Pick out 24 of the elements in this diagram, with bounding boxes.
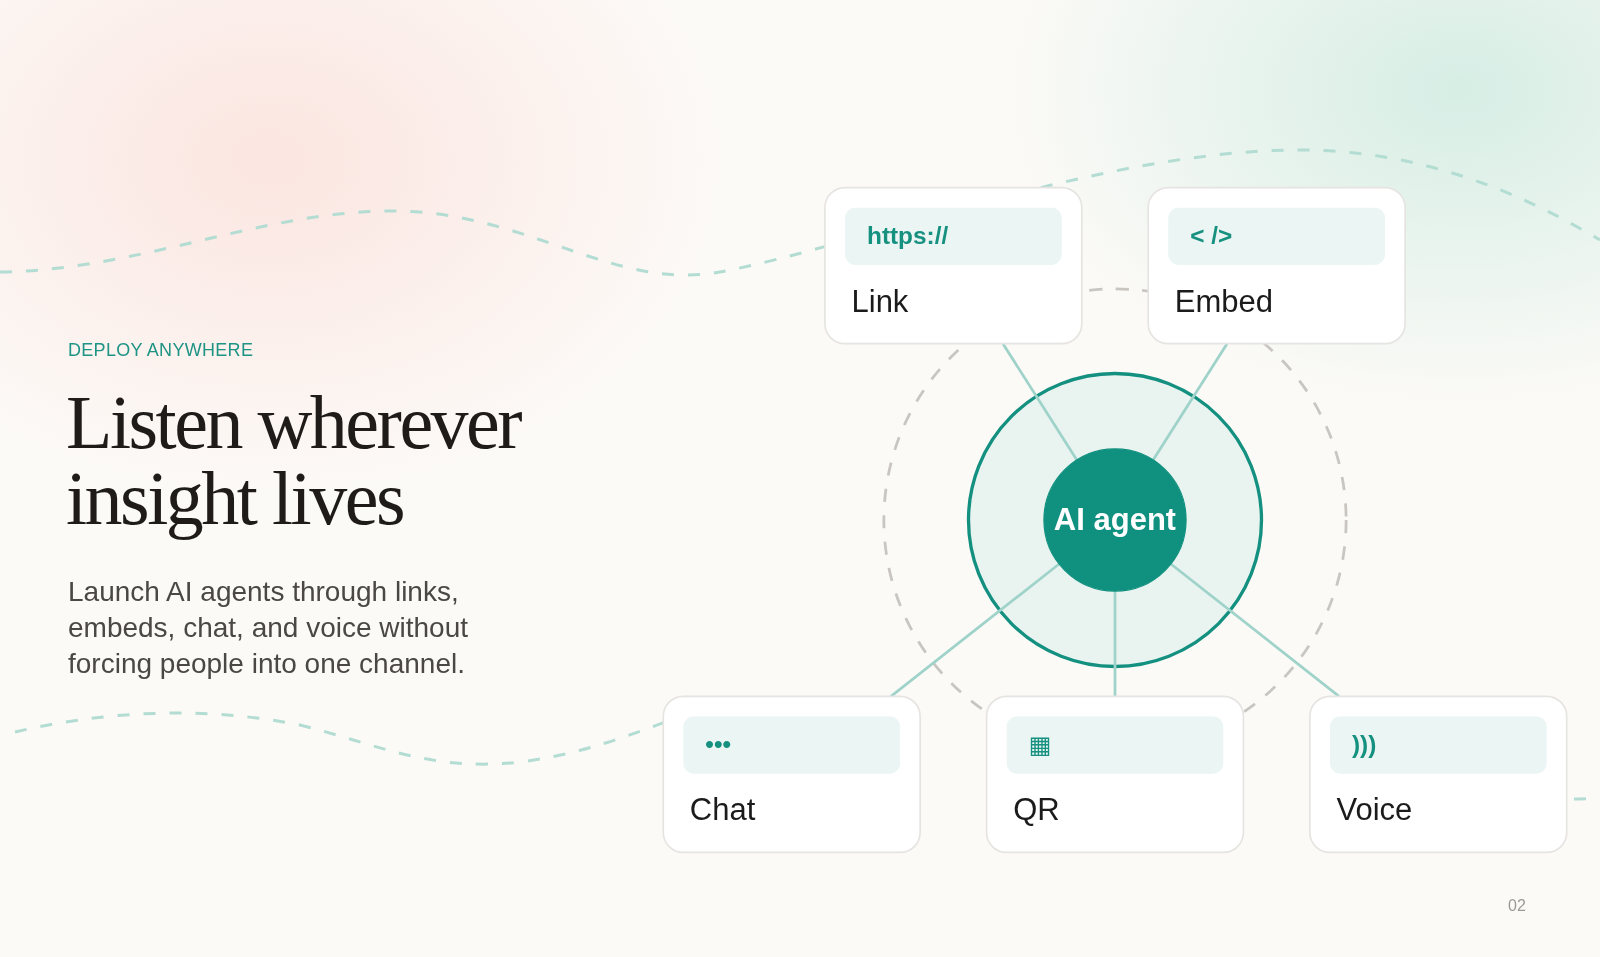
connector-line — [890, 562, 1060, 698]
page-number: 02 — [1508, 897, 1526, 915]
channel-card — [985, 695, 1245, 854]
channel-name: Chat — [688, 791, 757, 829]
channel-card — [824, 186, 1083, 345]
description-text: Launch AI agents through links, embeds, chat, and voice without forcing people into one channel. — [68, 575, 469, 681]
channel-name: Link — [850, 282, 910, 321]
agent-circle: AI agent — [1043, 448, 1187, 592]
channel-tag: ▦ — [1006, 716, 1224, 774]
channel-card — [662, 695, 921, 854]
channel-tag: ••• — [683, 716, 901, 774]
channel-tag: https:// — [844, 207, 1062, 266]
channel-name: Embed — [1173, 282, 1274, 321]
channel-tag: < /> — [1168, 207, 1386, 266]
channel-card — [1147, 186, 1406, 345]
section-eyebrow: DEPLOY ANYWHERE — [68, 340, 254, 361]
connector-line — [1170, 562, 1340, 698]
connector-line — [1151, 342, 1229, 461]
connector-line — [1113, 591, 1117, 697]
channel-name: Voice — [1335, 791, 1414, 829]
connector-line — [1001, 342, 1079, 461]
channel-name: QR — [1012, 791, 1061, 829]
channel-tag: ))) — [1329, 716, 1547, 774]
channel-card — [1309, 695, 1568, 854]
